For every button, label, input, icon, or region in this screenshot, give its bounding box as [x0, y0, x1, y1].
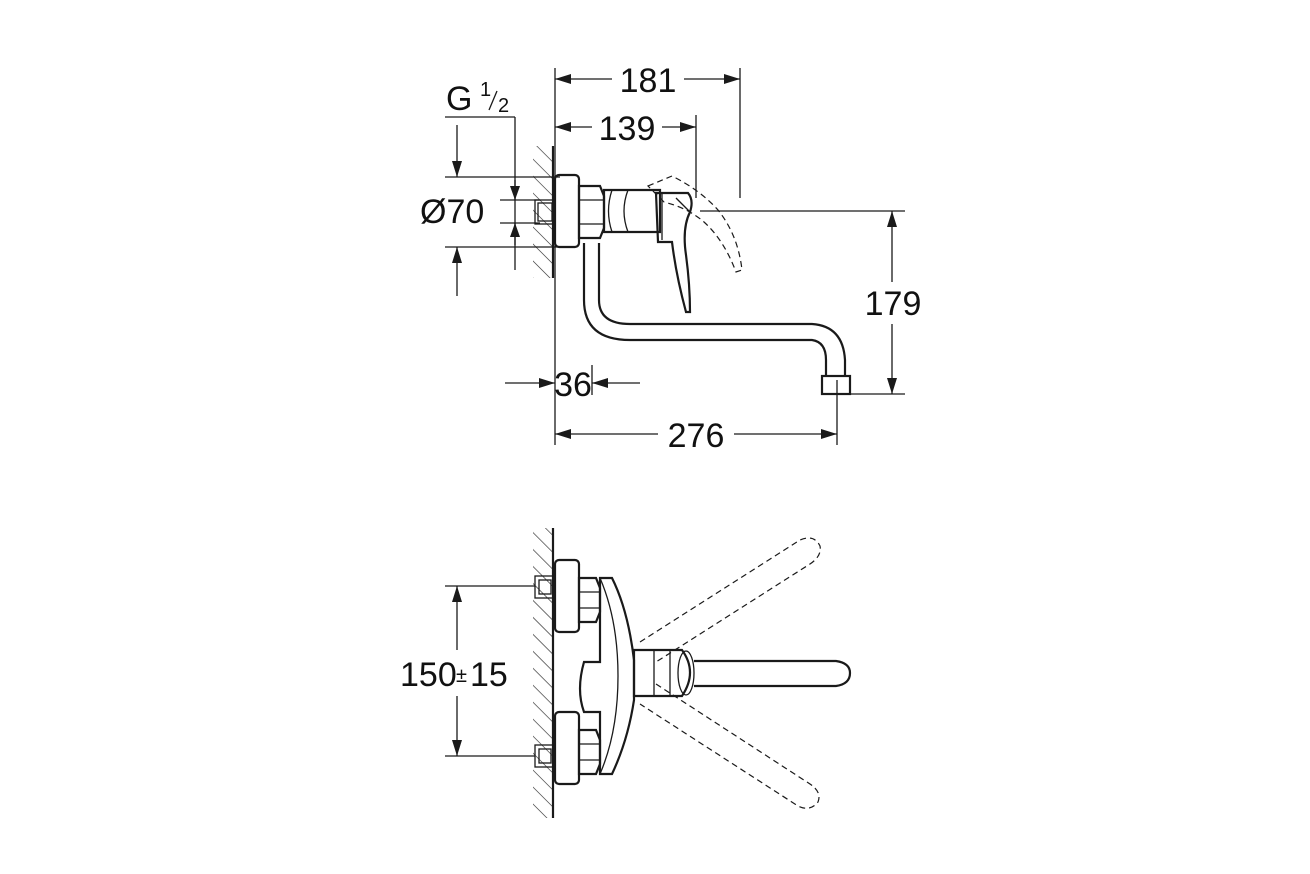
thread-denominator: 2	[498, 95, 509, 117]
rosette-upper	[553, 558, 581, 634]
wall-top	[533, 528, 555, 818]
dim-276-label: 276	[668, 417, 725, 455]
dim-36-label: 36	[554, 366, 592, 404]
dim-139-label: 139	[599, 110, 656, 148]
dimension-181: 181	[555, 62, 740, 100]
faucet-side	[534, 173, 852, 396]
top-view: 150 ± 15	[400, 528, 852, 818]
rosette-lower	[553, 710, 581, 786]
dim-179-label: 179	[865, 285, 922, 323]
dimension-diameter-70: Ø70	[420, 125, 560, 296]
dim-150-tolerance-sign: ±	[456, 665, 467, 687]
dimension-179: 179	[865, 211, 922, 394]
dim-150-label: 150	[400, 656, 457, 694]
thread-g: G	[446, 80, 472, 118]
dimension-139: 139	[555, 110, 696, 148]
dimension-276: 276	[555, 417, 837, 455]
thread-numerator: 1	[480, 79, 491, 101]
thread-label: G 1 2	[445, 79, 516, 270]
dimension-150: 150 ± 15	[400, 585, 535, 757]
dim-diameter-label: Ø70	[420, 193, 484, 231]
dim-150-tolerance: 15	[470, 656, 508, 694]
dim-181-label: 181	[620, 62, 677, 100]
dimension-36: 36	[505, 366, 640, 404]
side-view: 181 139 G 1 2	[420, 62, 921, 455]
wall-side	[533, 146, 555, 278]
